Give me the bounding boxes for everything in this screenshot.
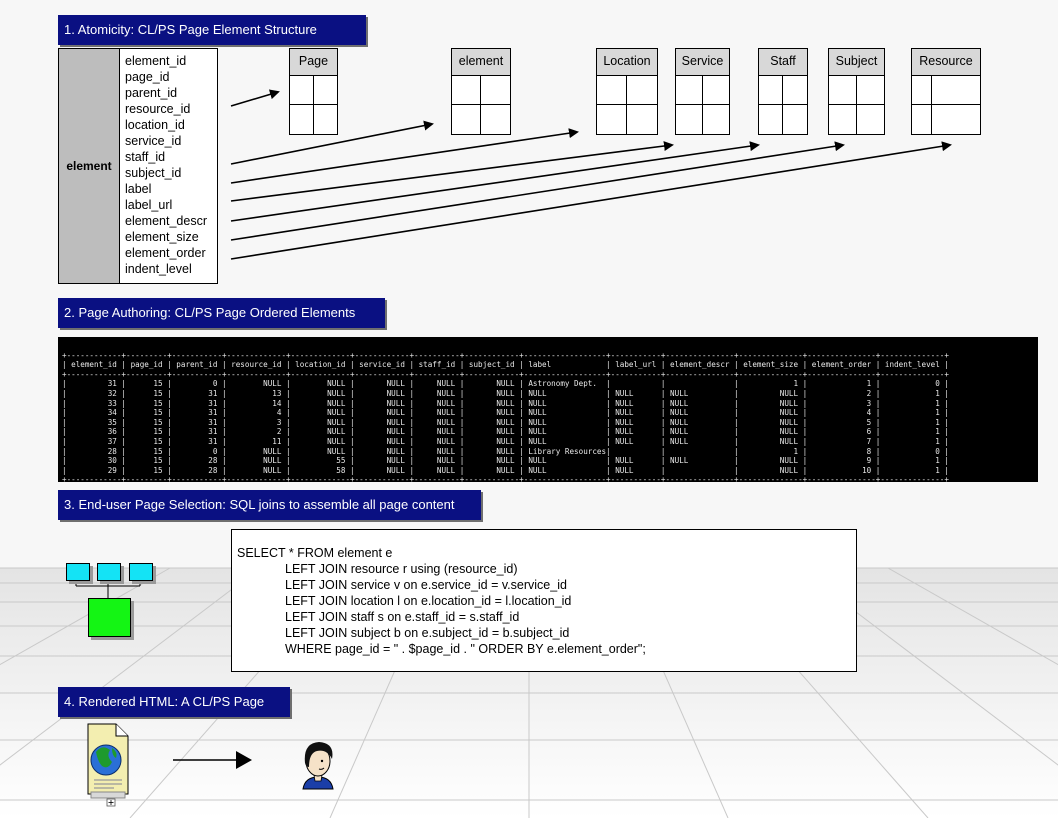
sql-join-location: LEFT JOIN location l on e.location_id = … bbox=[285, 594, 572, 608]
table-element-title: element bbox=[452, 49, 510, 76]
table-subject: Subject bbox=[828, 48, 885, 135]
console-line: | element_id | page_id | parent_id | res… bbox=[62, 360, 949, 370]
console-line: | 35 | 15 | 31 | 3 | NULL | NULL | NULL … bbox=[62, 417, 949, 427]
console-line: | 29 | 15 | 28 | NULL | 58 | NULL | NULL… bbox=[62, 465, 949, 475]
tree-node-2 bbox=[97, 563, 121, 581]
field-label: label bbox=[125, 182, 152, 196]
table-staff-title: Staff bbox=[759, 49, 807, 76]
field-element-descr: element_descr bbox=[125, 214, 207, 228]
table-location: Location bbox=[596, 48, 658, 135]
tree-diagram-icon bbox=[75, 580, 141, 598]
field-element-order: element_order bbox=[125, 246, 206, 260]
tree-root-node bbox=[88, 598, 131, 637]
field-resource-id: resource_id bbox=[125, 102, 191, 116]
field-staff-id: staff_id bbox=[125, 150, 166, 164]
arrow-to-service bbox=[230, 141, 674, 202]
sql-join-staff: LEFT JOIN staff s on e.staff_id = s.staf… bbox=[285, 610, 520, 624]
arrow-to-staff bbox=[230, 141, 760, 222]
console-line: | 28 | 15 | 0 | NULL | NULL | NULL | NUL… bbox=[62, 446, 949, 456]
section-header-page-selection: 3. End-user Page Selection: SQL joins to… bbox=[58, 490, 481, 520]
table-element: element bbox=[451, 48, 511, 135]
field-element-id: element_id bbox=[125, 54, 187, 68]
arrow-to-element bbox=[230, 120, 434, 165]
console-line: +------------+---------+-----------+----… bbox=[62, 475, 949, 482]
console-line: | 31 | 15 | 0 | NULL | NULL | NULL | NUL… bbox=[62, 379, 949, 389]
field-element-size: element_size bbox=[125, 230, 199, 244]
arrow-to-page bbox=[230, 89, 280, 107]
console-line: | 37 | 15 | 31 | 11 | NULL | NULL | NULL… bbox=[62, 436, 949, 446]
table-staff: Staff bbox=[758, 48, 808, 135]
tree-node-3 bbox=[129, 563, 153, 581]
sql-join-subject: LEFT JOIN subject b on e.subject_id = b.… bbox=[285, 626, 570, 640]
section-header-atomicity: 1. Atomicity: CL/PS Page Element Structu… bbox=[58, 15, 366, 45]
table-resource-title: Resource bbox=[912, 49, 980, 76]
html-document-globe-icon bbox=[87, 723, 129, 807]
sql-select-line: SELECT * FROM element e bbox=[237, 546, 393, 560]
console-line: +------------+---------+-----------+----… bbox=[62, 350, 949, 360]
field-indent-level: indent_level bbox=[125, 262, 192, 276]
sql-join-resource: LEFT JOIN resource r using (resource_id) bbox=[285, 562, 518, 576]
table-page-title: Page bbox=[290, 49, 337, 76]
field-page-id: page_id bbox=[125, 70, 170, 84]
table-subject-title: Subject bbox=[829, 49, 884, 76]
console-line: | 32 | 15 | 31 | 13 | NULL | NULL | NULL… bbox=[62, 388, 949, 398]
table-resource: Resource bbox=[911, 48, 981, 135]
console-line: | 36 | 15 | 31 | 2 | NULL | NULL | NULL … bbox=[62, 427, 949, 437]
console-line: | 33 | 15 | 31 | 14 | NULL | NULL | NULL… bbox=[62, 398, 949, 408]
element-field-list: element_id page_id parent_id resource_id… bbox=[125, 53, 207, 277]
table-service: Service bbox=[675, 48, 730, 135]
field-location-id: location_id bbox=[125, 118, 185, 132]
field-label-url: label_url bbox=[125, 198, 173, 212]
arrow-to-subject bbox=[230, 141, 845, 241]
field-parent-id: parent_id bbox=[125, 86, 178, 100]
console-line: | 34 | 15 | 31 | 4 | NULL | NULL | NULL … bbox=[62, 408, 949, 418]
table-location-title: Location bbox=[597, 49, 657, 76]
arrow-to-location bbox=[230, 128, 579, 184]
arrow-to-user-icon bbox=[173, 751, 252, 769]
table-page: Page bbox=[289, 48, 338, 135]
mysql-console-output: +------------+---------+-----------+----… bbox=[58, 337, 1038, 482]
tree-node-1 bbox=[66, 563, 90, 581]
console-line: | 30 | 15 | 28 | NULL | 55 | NULL | NULL… bbox=[62, 456, 949, 466]
arrow-to-resource bbox=[230, 141, 952, 260]
field-service-id: service_id bbox=[125, 134, 182, 148]
element-entity-name: element bbox=[59, 49, 120, 283]
field-subject-id: subject_id bbox=[125, 166, 182, 180]
sql-query-box: SELECT * FROM element e LEFT JOIN resour… bbox=[231, 529, 857, 672]
element-entity-box: element element_id page_id parent_id res… bbox=[58, 48, 218, 284]
table-service-title: Service bbox=[676, 49, 729, 76]
sql-where-clause: WHERE page_id = " . $page_id . " ORDER B… bbox=[285, 642, 646, 656]
user-avatar-icon bbox=[302, 742, 334, 790]
sql-join-service: LEFT JOIN service v on e.service_id = v.… bbox=[285, 578, 567, 592]
section-header-page-authoring: 2. Page Authoring: CL/PS Page Ordered El… bbox=[58, 298, 385, 328]
section-header-rendered-html: 4. Rendered HTML: A CL/PS Page bbox=[58, 687, 290, 717]
console-line: +------------+---------+-----------+----… bbox=[62, 369, 949, 379]
